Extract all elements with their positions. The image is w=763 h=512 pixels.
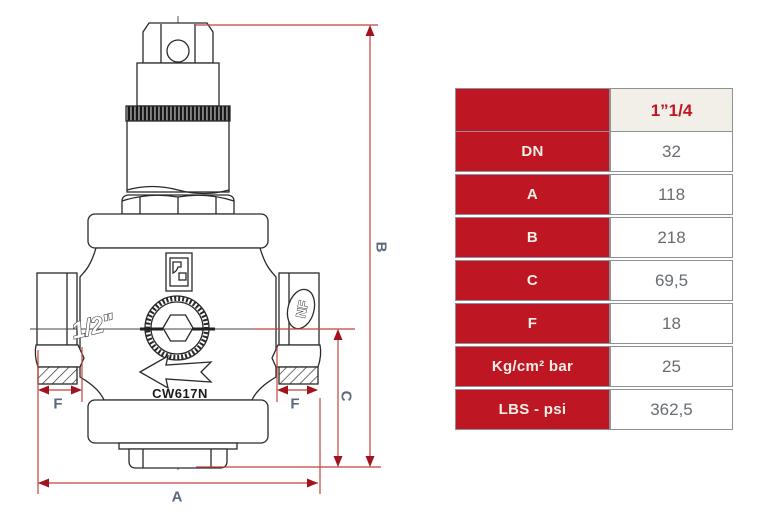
dim-label-b: B — [373, 242, 390, 253]
row-label-dn: DN — [455, 131, 610, 172]
bottom-flange — [87, 399, 269, 444]
right-thread-hatch — [278, 366, 319, 385]
row-label-lbs-psi: LBS - psi — [455, 389, 610, 430]
dimension-arrowheads — [38, 25, 375, 488]
body-material-marking: CW617N — [152, 386, 208, 401]
nf-mark-text: NF — [293, 299, 311, 319]
dim-label-f-left: F — [53, 396, 62, 413]
flow-direction-arrow — [138, 354, 213, 390]
table-header-size-cell: 1”1/4 — [610, 88, 733, 134]
left-thread-hatch — [37, 366, 78, 385]
table-header-empty-cell — [455, 88, 610, 134]
valve-body-lineart — [34, 22, 322, 469]
row-value-kgcm2: 25 — [610, 346, 733, 387]
row-value-c: 69,5 — [610, 260, 733, 301]
spec-table: 1”1/4 DN 32 A 118 B 218 C 69,5 F 18 Kg/c… — [455, 88, 733, 430]
bonnet — [136, 62, 220, 107]
right-port — [271, 272, 322, 385]
adjustment-screw — [166, 39, 190, 63]
knurled-ring — [125, 105, 231, 122]
row-label-c: C — [455, 260, 610, 301]
row-value-a: 118 — [610, 174, 733, 215]
hex-socket — [162, 314, 194, 342]
row-value-f: 18 — [610, 303, 733, 344]
left-port — [34, 272, 85, 385]
top-flange — [87, 213, 269, 249]
row-value-b: 218 — [610, 217, 733, 258]
spring-housing — [126, 120, 230, 193]
gauge-port-symbol — [165, 252, 193, 292]
dim-label-f-right: F — [290, 396, 299, 413]
dim-label-c: C — [338, 391, 355, 402]
row-label-f: F — [455, 303, 610, 344]
row-label-kgcm2: Kg/cm² bar — [455, 346, 610, 387]
row-label-a: A — [455, 174, 610, 215]
bottom-plug — [128, 448, 228, 469]
row-label-b: B — [455, 217, 610, 258]
dim-label-a: A — [172, 489, 183, 506]
row-value-lbs-psi: 362,5 — [610, 389, 733, 430]
nf-certification-mark — [286, 288, 316, 330]
row-value-dn: 32 — [610, 131, 733, 172]
valve-technical-drawing: A B C F F 1/2" CW617N NF — [30, 16, 390, 506]
